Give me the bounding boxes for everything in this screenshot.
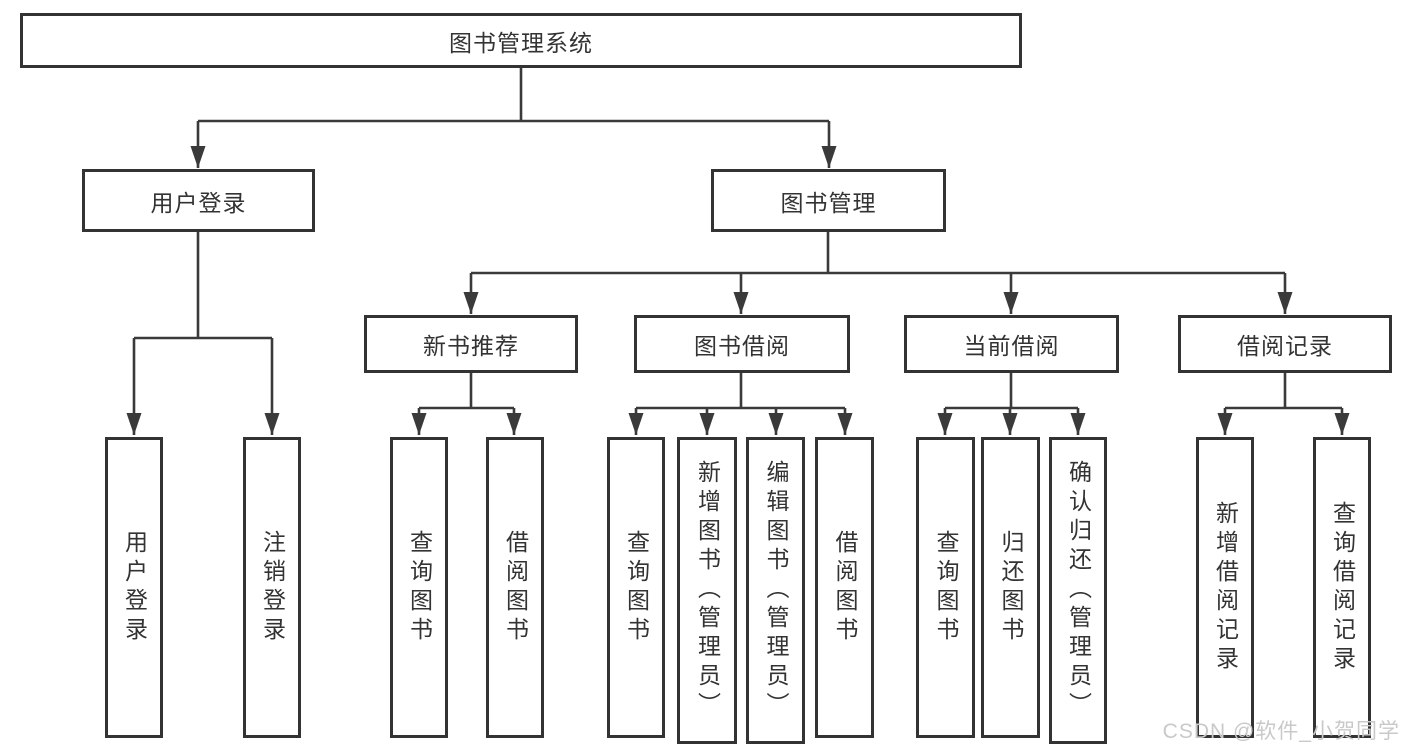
edge-new-book-recommend-to-leaves: [411, 373, 522, 435]
edge-book-management-to-level3: [463, 232, 1293, 314]
leaf-borrow-books-recommend-label: 借阅图书: [502, 529, 529, 646]
leaf-add-books-admin: 新增图书（管理员）: [677, 437, 737, 744]
leaf-query-books-borrowing-label: 查询图书: [623, 529, 650, 646]
edge-book-borrowing-to-leaves: [628, 373, 853, 435]
node-book-management-label: 图书管理: [780, 189, 877, 216]
leaf-borrow-books-borrowing: 借阅图书: [815, 437, 874, 738]
leaf-add-borrow-record: 新增借阅记录: [1196, 437, 1254, 738]
node-borrowing-records: 借阅记录: [1178, 315, 1392, 373]
node-book-borrowing: 图书借阅: [634, 315, 850, 373]
leaf-borrow-books-recommend: 借阅图书: [486, 437, 544, 738]
csdn-watermark: CSDN @软件_小贺同学: [1162, 720, 1400, 743]
node-user-login: 用户登录: [82, 169, 315, 232]
leaf-user-login: 用户登录: [105, 437, 163, 738]
node-library-system: 图书管理系统: [20, 13, 1022, 68]
edge-user-login-to-leaves: [126, 232, 280, 435]
edge-current-borrowing-to-leaves: [937, 373, 1086, 435]
leaf-query-borrow-record: 查询借阅记录: [1313, 437, 1371, 738]
leaf-return-books: 归还图书: [981, 437, 1040, 738]
leaf-confirm-return-admin-label: 确认归还（管理员）: [1065, 460, 1092, 721]
leaf-logout-label: 注销登录: [259, 529, 286, 646]
node-library-system-label: 图书管理系统: [449, 29, 593, 56]
edge-root-to-level2: [190, 68, 837, 168]
node-book-management: 图书管理: [711, 169, 946, 232]
node-user-login-label: 用户登录: [150, 189, 247, 216]
leaf-user-login-label: 用户登录: [121, 529, 148, 646]
leaf-add-books-admin-label: 新增图书（管理员）: [694, 460, 721, 721]
node-current-borrowing-label: 当前借阅: [963, 333, 1060, 359]
leaf-query-books-current-label: 查询图书: [933, 529, 959, 646]
leaf-confirm-return-admin: 确认归还（管理员）: [1049, 437, 1107, 744]
leaf-return-books-label: 归还图书: [998, 529, 1024, 646]
node-book-borrowing-label: 图书借阅: [694, 333, 790, 359]
leaf-query-books-recommend-label: 查询图书: [406, 529, 433, 646]
leaf-query-borrow-record-label: 查询借阅记录: [1329, 500, 1356, 675]
node-new-book-recommend: 新书推荐: [364, 315, 578, 373]
node-new-book-recommend-label: 新书推荐: [423, 333, 519, 359]
leaf-borrow-books-borrowing-label: 借阅图书: [832, 529, 858, 646]
leaf-query-books-current: 查询图书: [916, 437, 975, 738]
node-current-borrowing: 当前借阅: [904, 315, 1119, 373]
leaf-edit-books-admin-label: 编辑图书（管理员）: [763, 460, 789, 721]
leaf-logout: 注销登录: [243, 437, 301, 738]
leaf-query-books-borrowing: 查询图书: [607, 437, 665, 738]
edge-borrowing-records-to-leaves: [1217, 373, 1350, 435]
node-borrowing-records-label: 借阅记录: [1237, 333, 1333, 359]
leaf-edit-books-admin: 编辑图书（管理员）: [746, 437, 805, 744]
leaf-query-books-recommend: 查询图书: [390, 437, 448, 738]
leaf-add-borrow-record-label: 新增借阅记录: [1212, 500, 1239, 675]
